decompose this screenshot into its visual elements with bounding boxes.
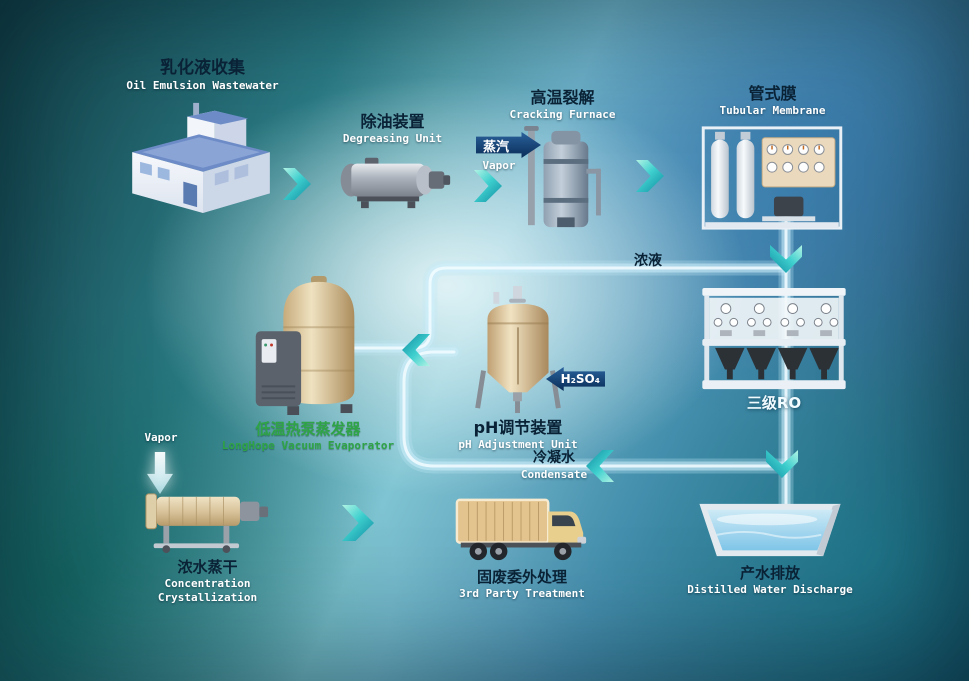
condensate-label-zh: 冷凝水 <box>533 450 575 466</box>
membrane-label-zh: 管式膜 <box>748 84 797 103</box>
degreasing-illustration <box>331 150 454 212</box>
ph-vessel-illustration <box>473 286 563 414</box>
dryer-label-zh: 浓水蒸干 <box>177 558 238 576</box>
ph-label-zh: pH调节装置 <box>473 418 563 437</box>
node-ph-adjustment-unit: pH调节装置 pH Adjustment Unit <box>458 286 578 452</box>
factory-illustration <box>124 97 282 215</box>
steam-arrow-label: 蒸汽 <box>483 139 510 155</box>
truck-label-en: 3rd Party Treatment <box>459 586 585 600</box>
truck-illustration <box>452 496 592 564</box>
condensate-label-en: Condensate <box>520 467 588 481</box>
discharge-label-en: Distilled Water Discharge <box>687 582 853 596</box>
vapor-out-label: Vapor <box>144 431 178 444</box>
node-vacuum-evaporator: 低温热泵蒸发器 LongHope Vacuum Evaporator <box>222 276 394 453</box>
steam-vapor-label: Vapor <box>482 159 516 172</box>
factory-label-en: Oil Emulsion Wastewater <box>126 79 279 93</box>
dryer-label-en1: Concentration <box>164 576 251 590</box>
dryer-illustration <box>140 490 275 554</box>
acid-arrow-label: H₂SO₄ <box>560 372 600 386</box>
discharge-label-zh: 产水排放 <box>739 564 800 582</box>
furnace-illustration <box>513 125 613 231</box>
node-three-stage-ro: 三级RO <box>700 286 848 413</box>
ph-label-en: pH Adjustment Unit <box>458 438 578 451</box>
dryer-label-en2: Crystallization <box>157 590 258 604</box>
node-distilled-water-discharge: 产水排放 Distilled Water Discharge <box>687 502 853 597</box>
node-tubular-membrane: 管式膜 Tubular Membrane <box>700 84 845 234</box>
evaporator-illustration <box>251 276 366 416</box>
concentrate-label: 浓液 <box>634 253 662 269</box>
factory-label-zh: 乳化液收集 <box>160 58 245 78</box>
ro-illustration <box>700 286 848 394</box>
node-degreasing-unit: 除油装置 Degreasing Unit <box>330 112 455 212</box>
node-oil-emulsion-wastewater: 乳化液收集 Oil Emulsion Wastewater <box>120 58 285 215</box>
furnace-label-en: Cracking Furnace <box>509 108 616 121</box>
water-basin-illustration <box>696 502 844 560</box>
degreasing-label-zh: 除油装置 <box>360 112 425 131</box>
node-concentration-crystallization: 浓水蒸干 Concentration Crystallization <box>140 490 275 604</box>
evaporator-label-en: LongHope Vacuum Evaporator <box>221 438 395 452</box>
membrane-label-en: Tubular Membrane <box>719 104 826 117</box>
node-3rd-party-treatment: 固废委外处理 3rd Party Treatment <box>452 496 592 601</box>
vapor-down-arrow-icon <box>147 452 173 494</box>
membrane-illustration <box>700 122 845 234</box>
furnace-label-zh: 高温裂解 <box>530 88 595 107</box>
node-cracking-furnace: 高温裂解 Cracking Furnace <box>505 88 620 231</box>
truck-label-zh: 固废委外处理 <box>476 568 567 586</box>
evaporator-label-zh: 低温热泵蒸发器 <box>255 420 361 438</box>
condensate-label: 冷凝水 Condensate <box>518 450 590 481</box>
degreasing-label-en: Degreasing Unit <box>342 132 443 145</box>
ro-label-zh: 三级RO <box>746 394 802 412</box>
